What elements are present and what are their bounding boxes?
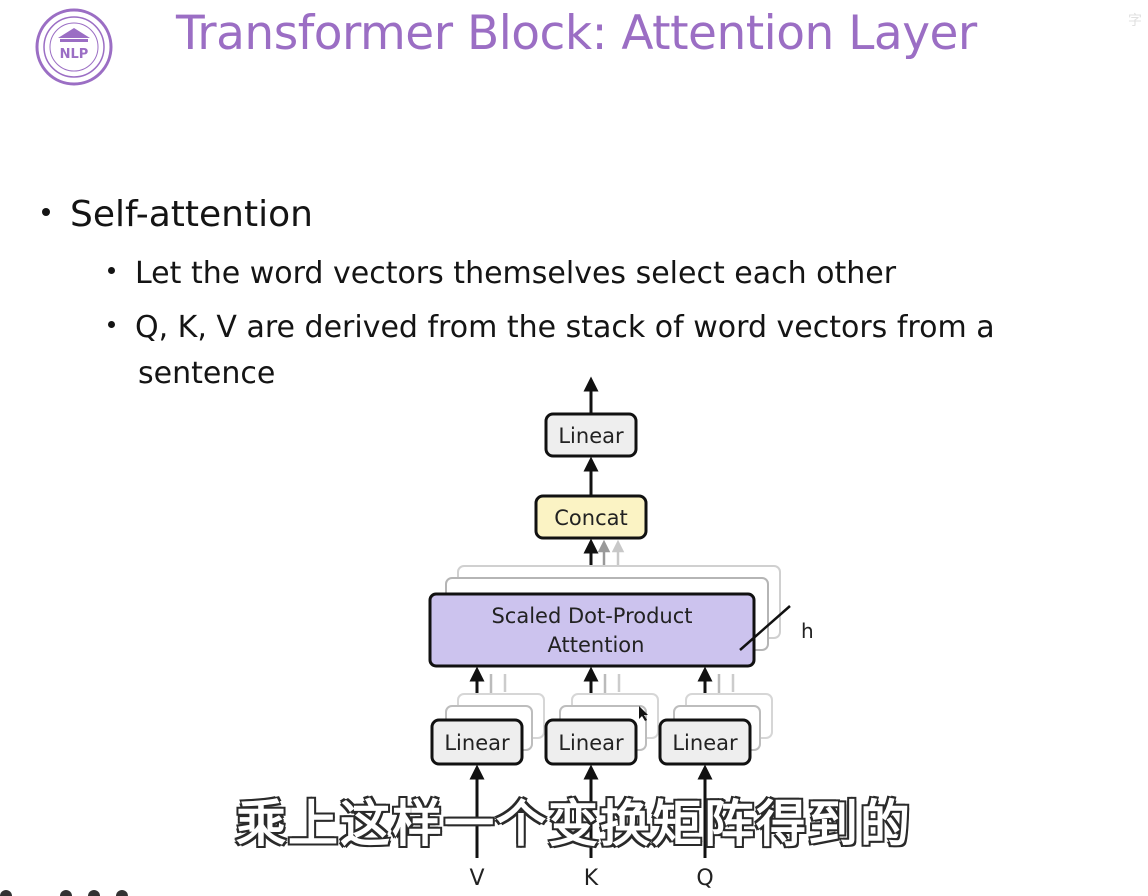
player-control-icon[interactable] [88, 890, 100, 896]
output-linear-box: Linear [544, 412, 638, 458]
player-control-icon[interactable] [0, 890, 12, 896]
bullet-dot-icon [108, 321, 115, 328]
video-subtitle: 乘上这样一个变换矩阵得到的 [235, 794, 912, 854]
bullet-dot-icon [42, 208, 50, 216]
bullet-self-attention: Self-attention [42, 194, 313, 235]
input-linear-v: Linear [430, 718, 524, 766]
university-nlp-logo: NLP [28, 8, 120, 86]
sub-bullet-2: Q, K, V are derived from the stack of wo… [108, 310, 995, 345]
player-control-icon[interactable] [60, 890, 72, 896]
input-linear-k: Linear [544, 718, 638, 766]
bullet-dot-icon [108, 267, 115, 274]
input-linear-k-label: Linear [558, 731, 624, 755]
concat-box: Concat [534, 494, 648, 540]
slide-title: Transformer Block: Attention Layer [176, 6, 977, 61]
logo-text: NLP [60, 47, 89, 62]
input-label-q: Q [696, 866, 713, 891]
output-linear-label: Linear [558, 424, 624, 448]
sub-bullet-text: Let the word vectors themselves select e… [135, 256, 897, 291]
attention-label-line1: Scaled Dot-Product [491, 604, 692, 628]
mouse-cursor-icon [639, 706, 648, 721]
corner-mark: 字 [1128, 13, 1142, 29]
input-arrows [469, 764, 713, 858]
heads-label: h [801, 619, 814, 643]
logo-seal-graphic: NLP [35, 8, 113, 86]
input-linear-q-label: Linear [672, 731, 738, 755]
input-linear-q: Linear [658, 718, 752, 766]
sub-bullet-2-continuation: sentence [138, 356, 276, 391]
bullet-text: Self-attention [70, 194, 313, 235]
input-label-k: K [584, 866, 599, 891]
input-label-v: V [469, 866, 484, 891]
player-control-icon[interactable] [116, 890, 128, 896]
attention-label-line2: Attention [548, 633, 645, 657]
input-linear-v-label: Linear [444, 731, 510, 755]
heads-bracket [739, 605, 791, 651]
scaled-dot-product-attention-box: Scaled Dot-Product Attention [428, 592, 756, 668]
sub-bullet-text: Q, K, V are derived from the stack of wo… [135, 310, 995, 345]
concat-label: Concat [554, 506, 627, 530]
sub-bullet-1: Let the word vectors themselves select e… [108, 256, 896, 291]
video-player-controls[interactable] [0, 886, 150, 896]
